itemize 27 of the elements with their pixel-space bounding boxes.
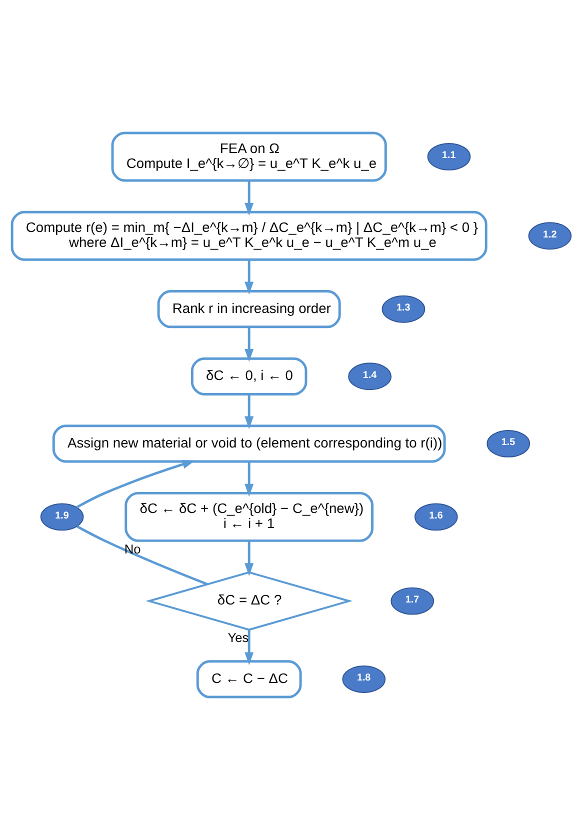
node-ellipse: 1.7 [390,586,434,614]
node-box: δC ← δC + (C_e^{old} − C_e^{new}) i ← i + 1 [124,491,374,542]
node-box: δC ← 0, i ← 0 [190,356,308,395]
node-ellipse: 1.4 [348,362,392,390]
arrow [244,259,254,294]
arrow [244,394,254,429]
node-ellipse: 1.3 [382,294,426,322]
node-box: C ← C − ΔC [196,660,302,698]
connector [76,524,208,585]
node-box: Assign new material or void to (element corresponding to r(i)) [52,424,446,462]
edge-label: No [124,541,141,556]
node-ellipse: 1.5 [486,429,530,457]
arrow [244,461,254,496]
arrow [76,460,196,508]
arrow [244,629,254,665]
arrow [244,540,254,576]
node-ellipse: 1.6 [414,502,458,530]
node-ellipse: 1.8 [342,665,386,692]
node-diamond: δC = ΔC ? [146,570,353,630]
arrow [244,180,254,216]
node-ellipse: 1.1 [427,142,471,170]
node-box: FEA on Ω Compute I_e^{k→∅} = u_e^T K_e^k u_e [111,131,387,182]
arrow [244,326,254,362]
node-ellipse: 1.9 [40,502,84,530]
node-box: Rank r in increasing order [157,290,341,328]
node-box: Compute r(e) = min_m{ −ΔI_e^{k→m} / ΔC_e^{k→m} | ΔC_e^{k→m} < 0 } where ΔI_e^{k→m} = u_e^T K_e^k u_e − u_e^T K_e^m u_e [10,210,488,260]
node-ellipse: 1.2 [528,222,572,250]
